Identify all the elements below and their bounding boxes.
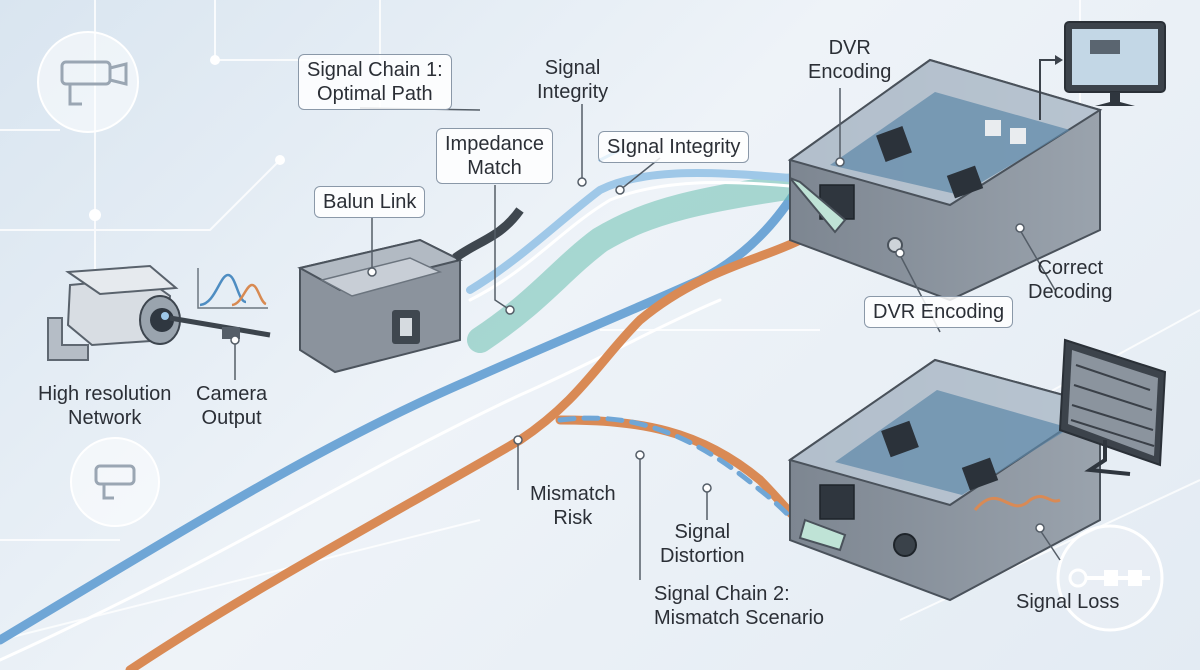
label-camera-output: Camera Output — [196, 382, 267, 430]
dvr-box-icon-2 — [787, 358, 1103, 602]
waveform-icon — [197, 268, 268, 309]
camera-outline-icon — [37, 31, 139, 133]
signal-chain-1-line-1: Signal Chain 1: — [307, 59, 443, 81]
correct-decoding-line-1: Correct — [1037, 257, 1104, 279]
high-resolution-line-2: Network — [68, 407, 142, 429]
mismatch-risk-line-1: Mismatch — [530, 483, 616, 505]
camera-outline-icon-2 — [70, 437, 160, 527]
static-monitor-icon — [1058, 338, 1167, 476]
label-signal-loss: Signal Loss — [1016, 591, 1120, 613]
label-dvr-encoding-box: DVR Encoding — [864, 296, 1014, 328]
dvr-encoding-top-line-1: DVR — [828, 37, 871, 59]
correct-decoding-line-2: Decoding — [1028, 281, 1113, 303]
balun-adapter-icon — [297, 207, 524, 374]
label-signal-integrity-box: SIgnal Integrity — [598, 131, 750, 163]
label-balun-link: Balun Link — [314, 186, 426, 218]
label-correct-decoding: Correct Decoding — [1028, 256, 1113, 304]
label-impedance-match: Impedance Match — [436, 128, 553, 184]
label-dvr-encoding-top: DVR Encoding — [808, 36, 891, 84]
label-signal-distortion: Signal Distortion — [660, 520, 744, 568]
signal-distortion-line-2: Distortion — [660, 545, 745, 567]
camera-output-line-2: Output — [201, 407, 262, 429]
key-connector-icon — [1056, 524, 1164, 632]
label-signal-chain-1: Signal Chain 1: Optimal Path — [298, 54, 452, 110]
dvr-encoding-top-line-2: Encoding — [808, 61, 892, 83]
cctv-camera-icon — [47, 264, 271, 361]
label-signal-chain-2: Signal Chain 2: Mismatch Scenario — [654, 582, 824, 630]
leader-dots — [230, 157, 1045, 533]
label-mismatch-risk: Mismatch Risk — [530, 482, 616, 530]
dvr-box-icon — [787, 58, 1103, 302]
label-high-resolution: High resolution Network — [38, 382, 171, 430]
signal-chain-2-line-2: Mismatch Scenario — [654, 607, 825, 629]
impedance-match-line-1: Impedance — [445, 133, 544, 155]
signal-distortion-line-1: Signal — [674, 521, 731, 543]
impedance-match-line-2: Match — [467, 157, 522, 179]
high-resolution-line-1: High resolution — [38, 383, 172, 405]
signal-integrity-top-line-2: Integrity — [537, 81, 609, 103]
signal-integrity-top-line-1: Signal — [544, 57, 601, 79]
label-signal-integrity-top: Signal Integrity — [537, 56, 608, 104]
cable-bundle — [0, 148, 813, 670]
mismatch-risk-line-2: Risk — [553, 507, 593, 529]
monitor-icon — [1039, 21, 1166, 120]
signal-chain-2-line-1: Signal Chain 2: — [654, 583, 790, 605]
camera-output-line-1: Camera — [196, 383, 268, 405]
signal-chain-1-line-2: Optimal Path — [317, 83, 433, 105]
